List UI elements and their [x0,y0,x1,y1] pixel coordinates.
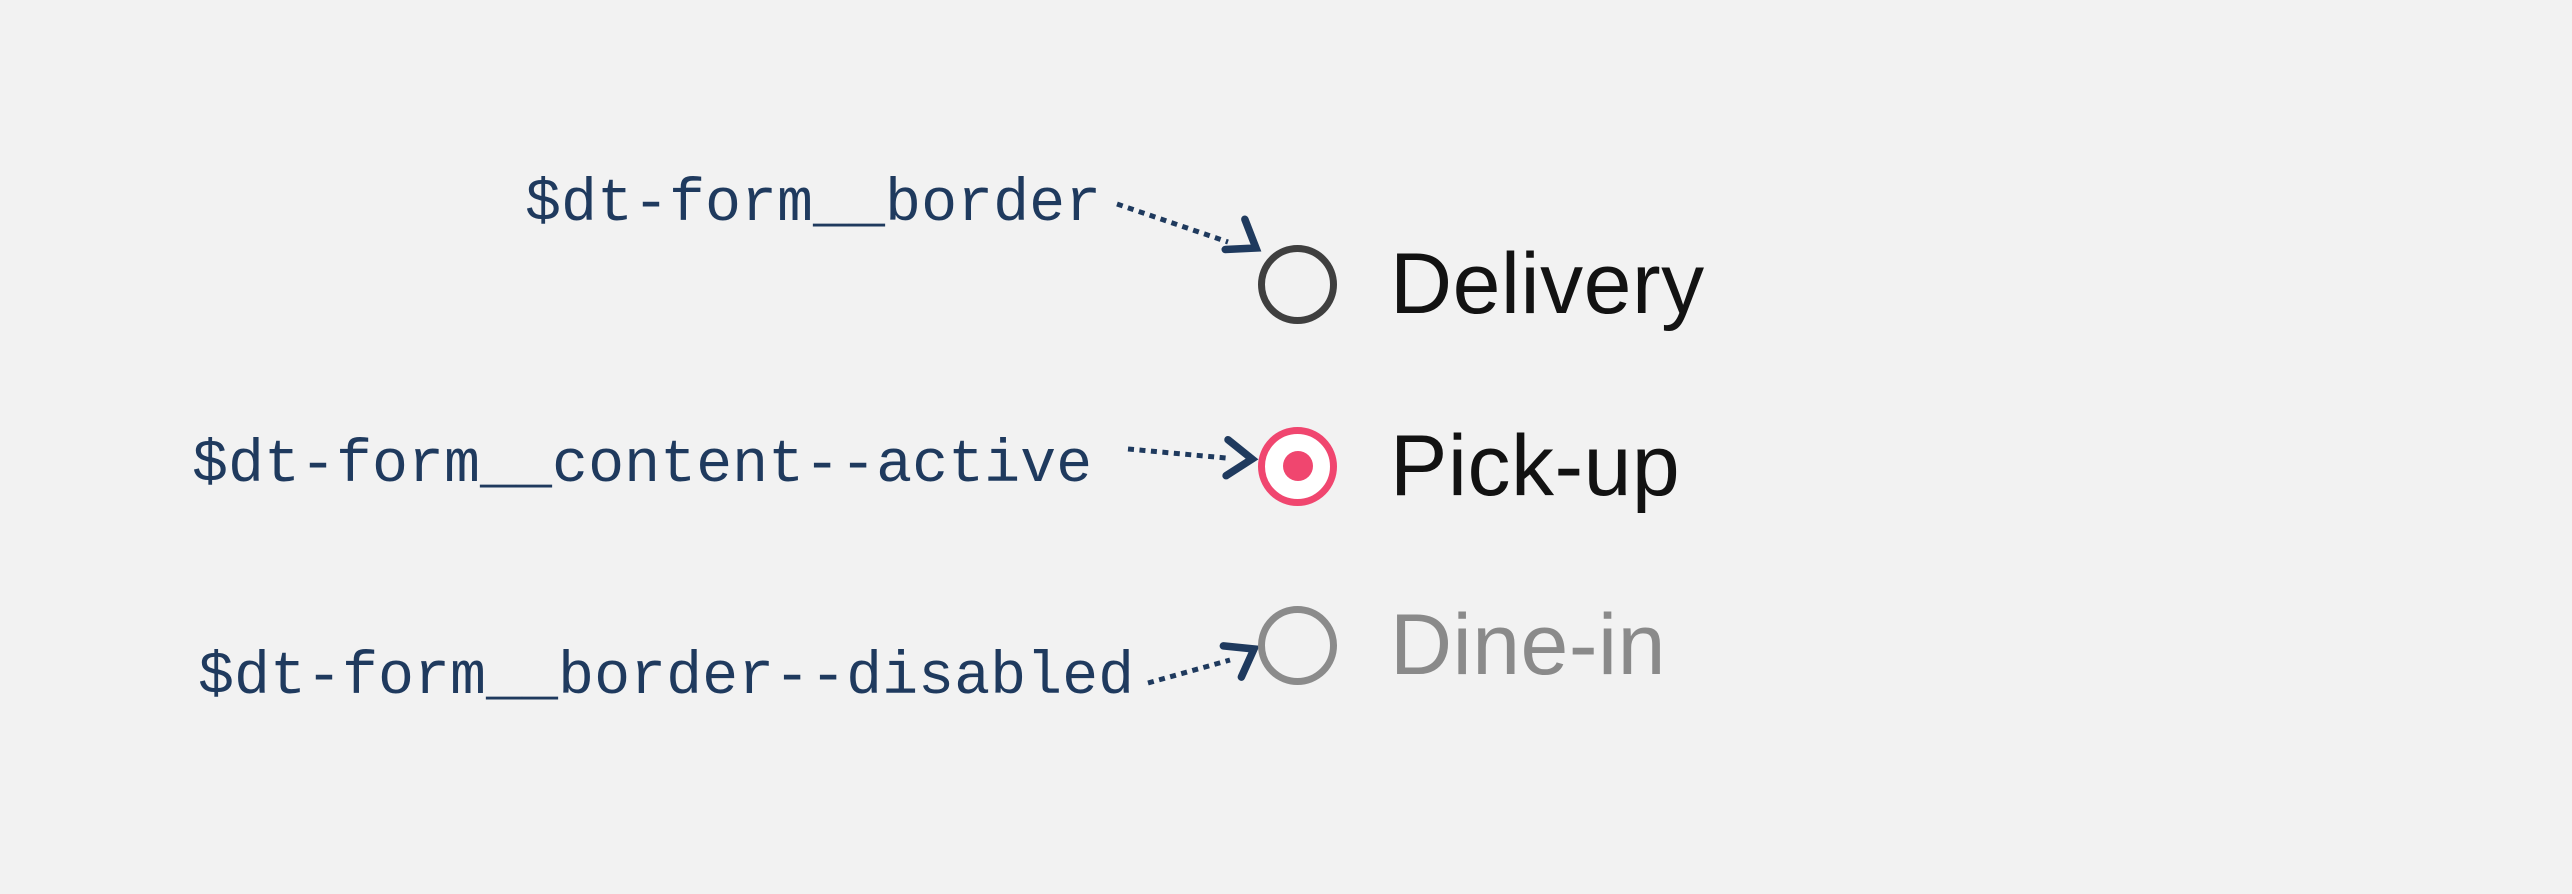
radio-dot-icon [1282,451,1313,481]
arrow-to-dinein-radio-icon [1147,642,1260,686]
radio-option-pickup[interactable]: Pick-up [1258,416,1680,516]
radio-option-label[interactable]: Delivery [1390,236,1705,332]
arrow-to-pickup-radio-icon [1127,435,1259,480]
token-label-form-border-disabled: $dt-form__border--disabled [198,644,1135,712]
radio-option-label: Dine-in [1390,597,1666,693]
radio-button-selected-icon[interactable] [1258,426,1337,506]
radio-button-disabled-icon [1258,605,1337,685]
radio-option-label[interactable]: Pick-up [1390,418,1681,514]
arrow-to-delivery-radio-icon [1116,201,1262,254]
radio-option-dinein: Dine-in [1258,595,1666,695]
token-label-form-border: $dt-form__border [525,171,1102,239]
radio-button-icon[interactable] [1258,244,1337,324]
token-label-form-content-active: $dt-form__content--active [192,432,1093,500]
radio-option-delivery[interactable]: Delivery [1258,234,1705,334]
